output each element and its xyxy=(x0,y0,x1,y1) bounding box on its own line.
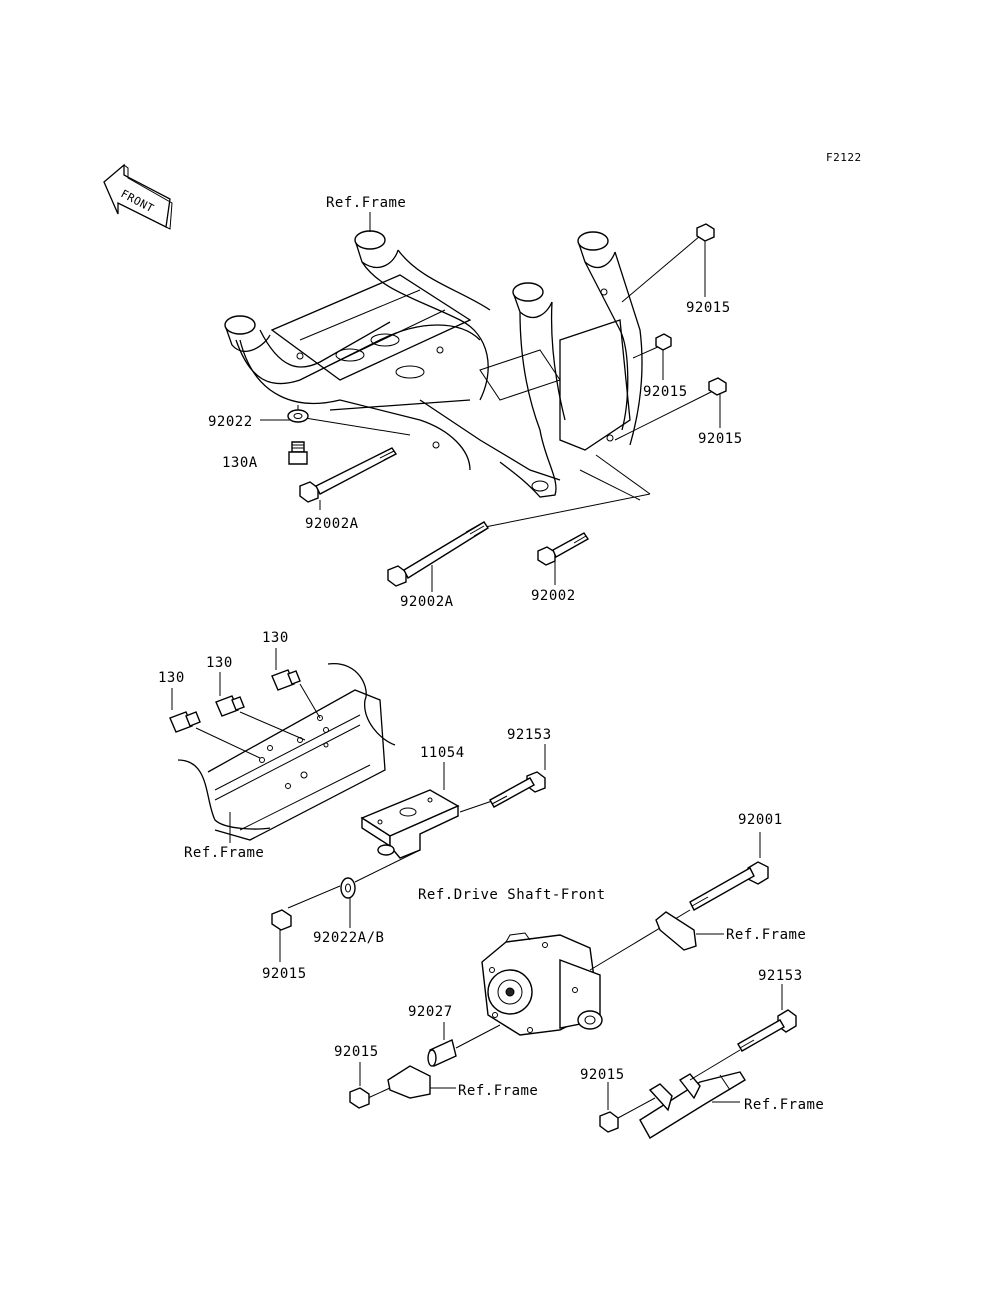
figure-code: F2122 xyxy=(826,151,862,164)
label-92015-f: 92015 xyxy=(580,1067,625,1083)
label-92002a-upper: 92002A xyxy=(305,516,359,532)
bolt-130-b xyxy=(215,695,245,717)
label-92002a-lower: 92002A xyxy=(400,594,454,610)
nut-92015-a xyxy=(696,223,715,242)
washer-92022ab xyxy=(340,877,356,899)
label-130a: 130A xyxy=(222,455,258,471)
label-92153-upper: 92153 xyxy=(507,727,552,743)
label-ref-frame-lower-right: Ref.Frame xyxy=(744,1097,824,1113)
frame-cradle xyxy=(224,230,643,498)
nut-92015-d xyxy=(271,909,292,931)
bolt-92153-lower xyxy=(689,984,797,1081)
washer-92022 xyxy=(287,409,309,423)
bolt-130-c xyxy=(271,669,301,691)
bolt-92153-upper xyxy=(489,771,546,808)
label-92153-lower: 92153 xyxy=(758,968,803,984)
front-direction-arrow: FRONT xyxy=(103,163,173,230)
bolt-92002a-lower xyxy=(387,521,489,587)
label-92022: 92022 xyxy=(208,414,253,430)
bolt-92002a-upper xyxy=(299,447,398,503)
bolt-130a xyxy=(288,441,308,465)
nut-92015-b xyxy=(655,333,672,351)
bolt-130-a xyxy=(169,711,201,733)
label-ref-drive-shaft-front: Ref.Drive Shaft-Front xyxy=(418,887,606,903)
ref-frame-lower-left-bracket xyxy=(367,1065,456,1099)
label-130-c: 130 xyxy=(262,630,289,646)
label-92027: 92027 xyxy=(408,1004,453,1020)
ref-frame-lower-right-bracket xyxy=(639,1071,746,1139)
label-11054: 11054 xyxy=(420,745,465,761)
label-130-b: 130 xyxy=(206,655,233,671)
label-92015-b: 92015 xyxy=(643,384,688,400)
label-92015-c: 92015 xyxy=(698,431,743,447)
label-130-a: 130 xyxy=(158,670,185,686)
label-92001: 92001 xyxy=(738,812,783,828)
label-ref-frame-lower-left: Ref.Frame xyxy=(458,1083,538,1099)
label-92022ab: 92022A/B xyxy=(313,930,384,946)
frame-bracket-assembly xyxy=(169,648,546,962)
upper-fasteners xyxy=(287,223,727,587)
bolt-92002 xyxy=(537,532,590,566)
ref-frame-right-bracket xyxy=(655,911,724,951)
bracket-11054 xyxy=(360,789,460,859)
label-92015-a: 92015 xyxy=(686,300,731,316)
bolt-92001 xyxy=(589,832,769,971)
label-92015-d: 92015 xyxy=(262,966,307,982)
nut-92015-c xyxy=(708,377,727,396)
front-label: FRONT xyxy=(119,187,157,215)
collar-92027 xyxy=(427,1022,501,1067)
nut-92015-e xyxy=(349,1062,370,1109)
nut-92015-f xyxy=(599,1082,656,1133)
label-ref-frame-top: Ref.Frame xyxy=(326,195,406,211)
front-differential xyxy=(481,932,603,1036)
label-92015-e: 92015 xyxy=(334,1044,379,1060)
label-ref-frame-right: Ref.Frame xyxy=(726,927,806,943)
label-ref-frame-mid: Ref.Frame xyxy=(184,845,264,861)
label-92002: 92002 xyxy=(531,588,576,604)
upper-leader-lines xyxy=(260,212,721,592)
